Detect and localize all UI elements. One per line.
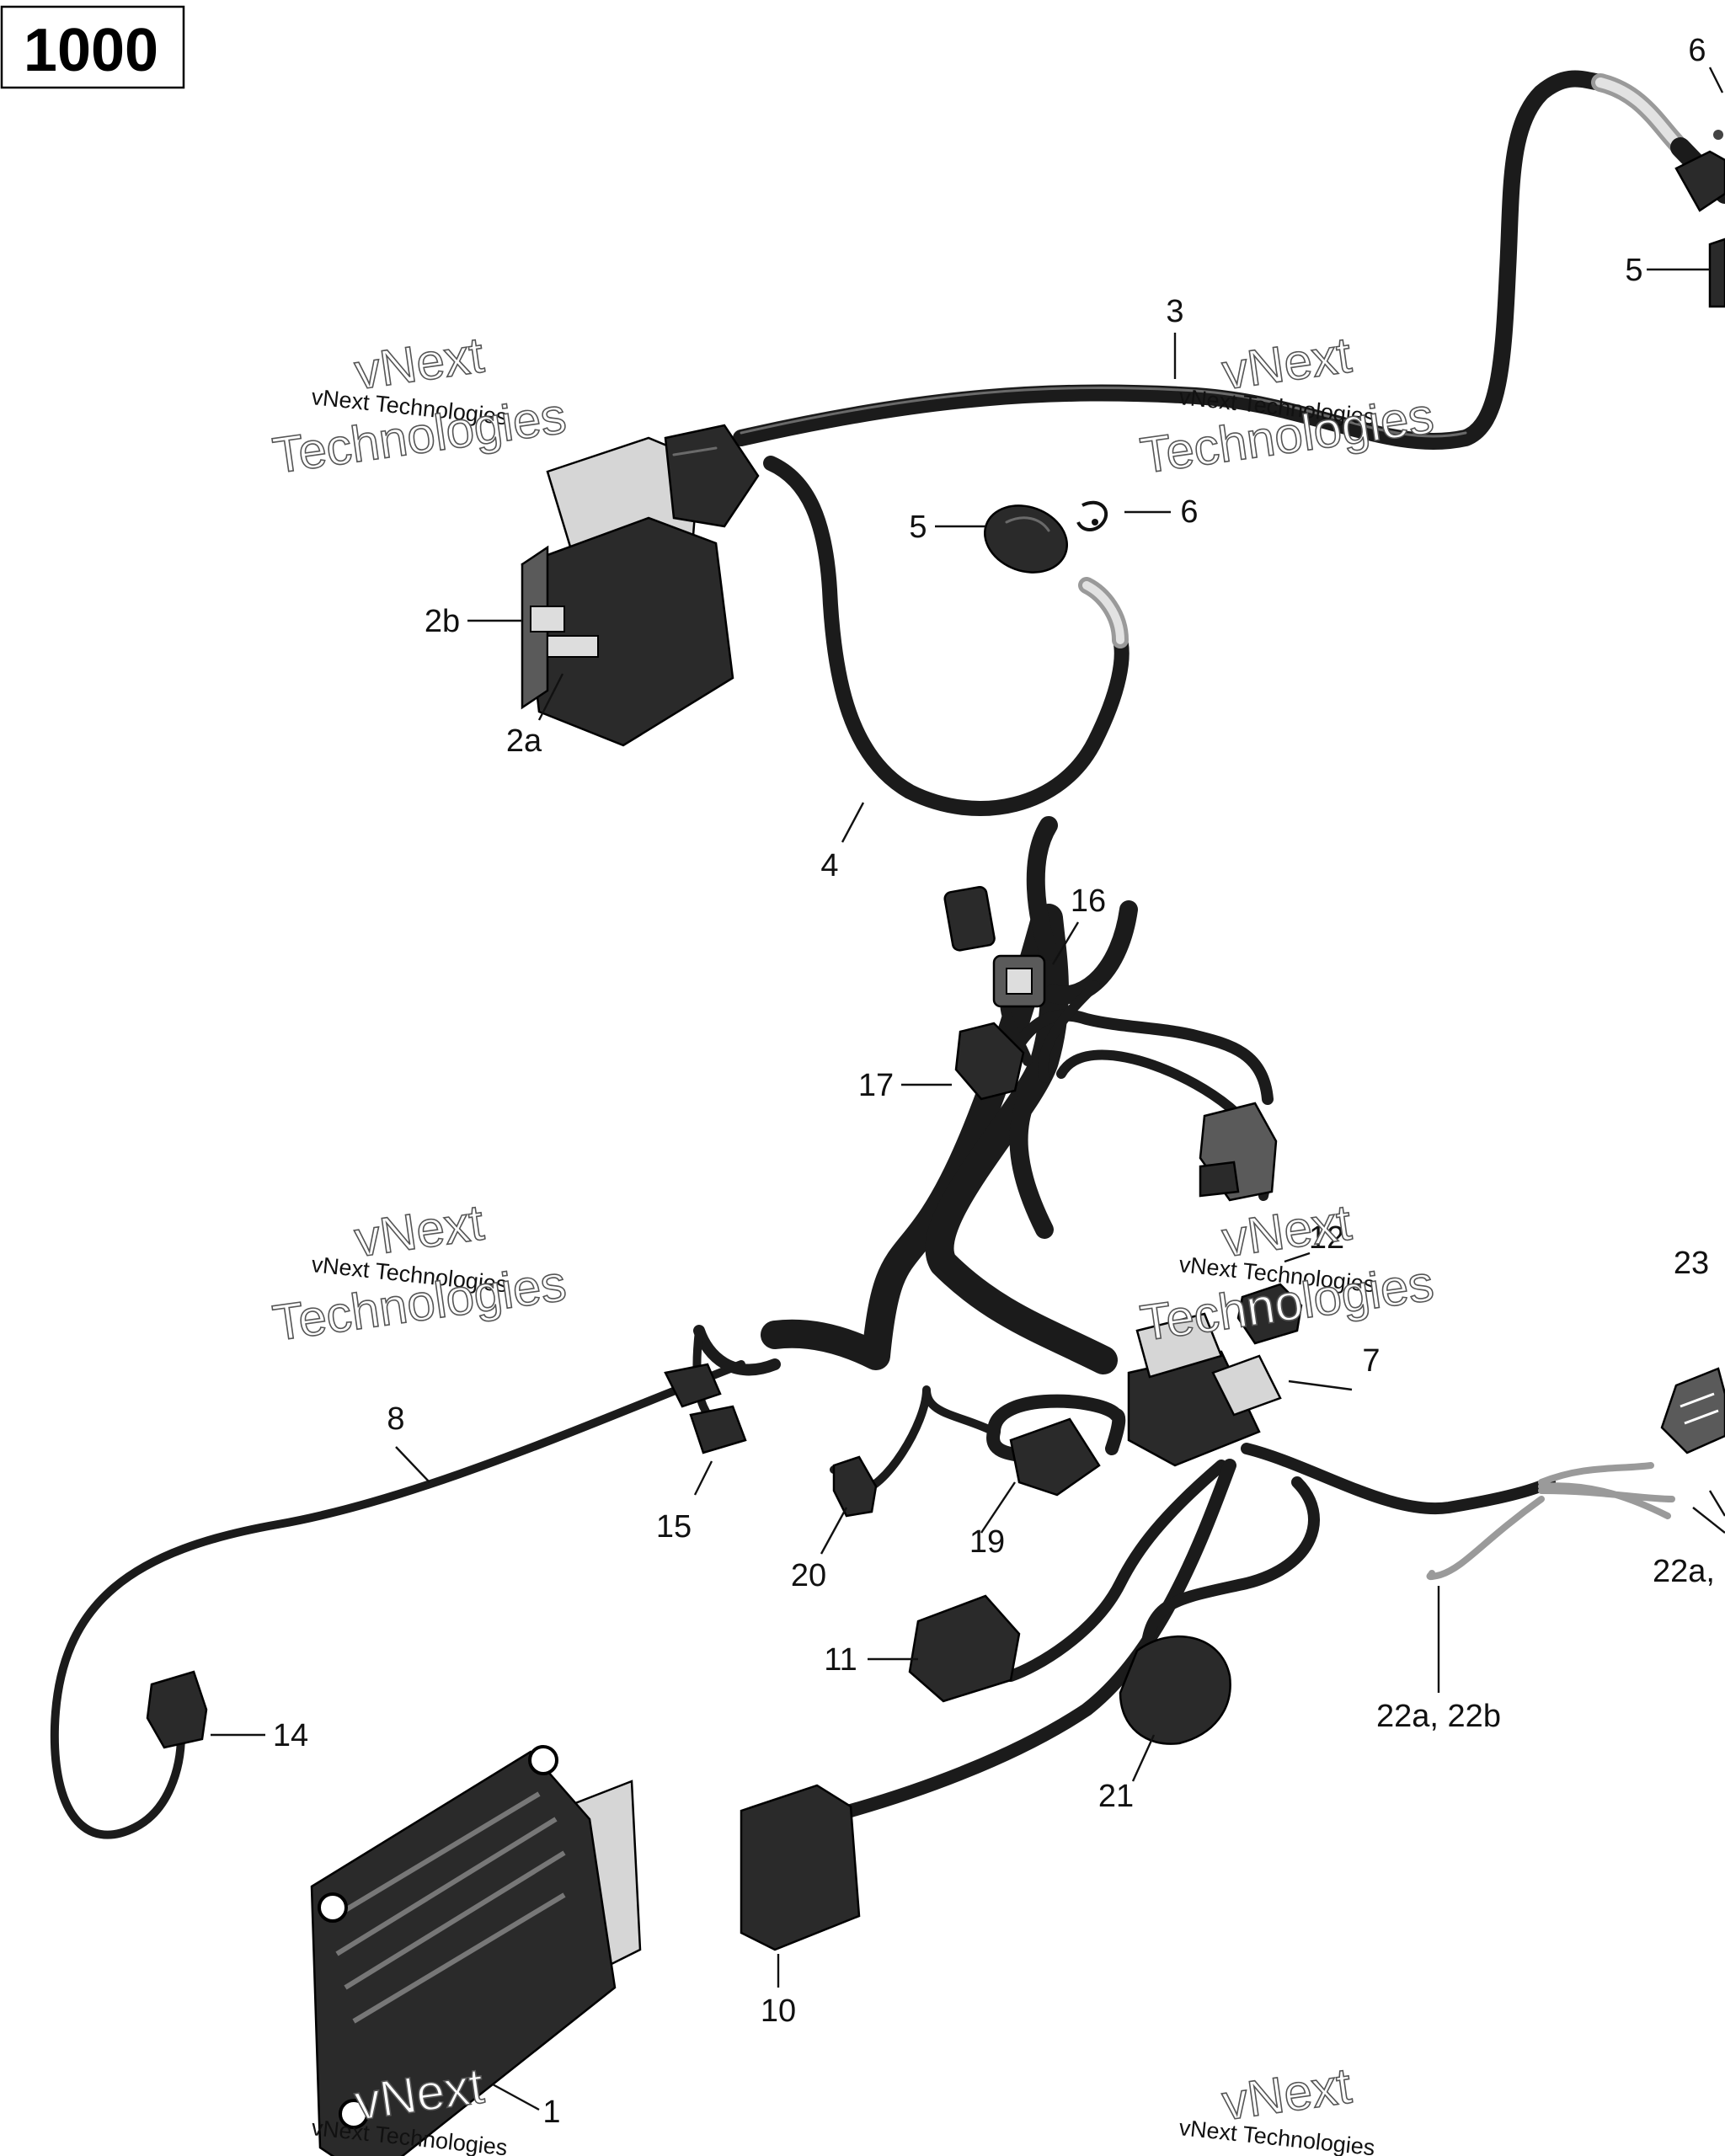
watermark-1: vNext vNext Technologies Technologies xyxy=(269,326,570,485)
callout-22a-22b-right: 22a, 22b xyxy=(1653,1554,1725,1589)
callout-4: 4 xyxy=(820,848,838,883)
ecm-connector-block xyxy=(1127,1312,1282,1467)
connector-15 xyxy=(664,1363,747,1454)
callout-1: 1 xyxy=(542,2095,560,2130)
connector-19 xyxy=(1009,1417,1101,1497)
watermark-2: vNext vNext Technologies Technologies xyxy=(1136,326,1438,485)
callout-2a: 2a xyxy=(506,723,542,759)
spark-plug-boot-5 xyxy=(984,504,1068,574)
watermark-6-line2: vNext xyxy=(1219,2057,1355,2131)
callout-6-top: 6 xyxy=(1688,33,1706,68)
connector-large xyxy=(1199,1102,1278,1202)
connector-12 xyxy=(1236,1283,1303,1345)
callout-22a-22b: 22a, 22b xyxy=(1376,1699,1501,1734)
watermark-1-line2: vNext xyxy=(351,326,488,400)
connector-16 xyxy=(943,886,1046,1008)
callout-21: 21 xyxy=(1098,1779,1134,1814)
callout-7: 7 xyxy=(1362,1343,1380,1379)
watermark-3-line2: vNext xyxy=(351,1193,488,1267)
connector-23 xyxy=(1660,1367,1725,1454)
callout-2b: 2b xyxy=(425,604,460,639)
ignition-harness-3 xyxy=(733,70,1725,451)
engine-wiring-harness xyxy=(50,816,1675,1839)
callout-23: 23 xyxy=(1674,1246,1709,1281)
callout-5-top: 5 xyxy=(1625,253,1642,288)
sensor-20 xyxy=(832,1455,878,1518)
model-badge: 1000 xyxy=(0,5,185,89)
leader-lines xyxy=(211,67,1725,2111)
ignition-coil-2 xyxy=(521,424,760,747)
connector-11 xyxy=(908,1594,1021,1703)
callout-labels: 6 5 3 5 6 2b 2a 4 16 17 12 23 7 8 15 19 … xyxy=(273,33,1725,2130)
callout-19: 19 xyxy=(969,1524,1005,1560)
callout-16: 16 xyxy=(1071,883,1106,919)
watermark-6: vNext vNext Technologies xyxy=(1178,2057,1375,2156)
callout-20: 20 xyxy=(791,1558,826,1593)
callout-5-mid: 5 xyxy=(909,510,927,545)
ecm-module-1 xyxy=(310,1745,642,2156)
connector-21 xyxy=(1119,1635,1231,1745)
callout-10: 10 xyxy=(761,1993,796,2029)
callout-6-mid: 6 xyxy=(1180,494,1198,530)
coil-cable-4 xyxy=(763,456,1130,816)
watermark-3: vNext vNext Technologies Technologies xyxy=(269,1193,570,1353)
model-badge-text: 1000 xyxy=(24,17,158,84)
callout-14: 14 xyxy=(273,1718,308,1753)
spring-clip-6 xyxy=(1076,500,1108,531)
watermark-4-line2: vNext xyxy=(1219,1193,1355,1267)
callout-12: 12 xyxy=(1309,1220,1344,1256)
callout-8: 8 xyxy=(387,1401,404,1437)
callout-15: 15 xyxy=(656,1509,692,1545)
connector-14 xyxy=(146,1670,208,1749)
callout-3: 3 xyxy=(1166,294,1183,329)
callout-17: 17 xyxy=(858,1068,894,1103)
watermark-2-line2: vNext xyxy=(1219,326,1355,400)
callout-11: 11 xyxy=(824,1642,857,1678)
connector-10 xyxy=(740,1784,861,1951)
connector-17 xyxy=(954,1022,1025,1101)
